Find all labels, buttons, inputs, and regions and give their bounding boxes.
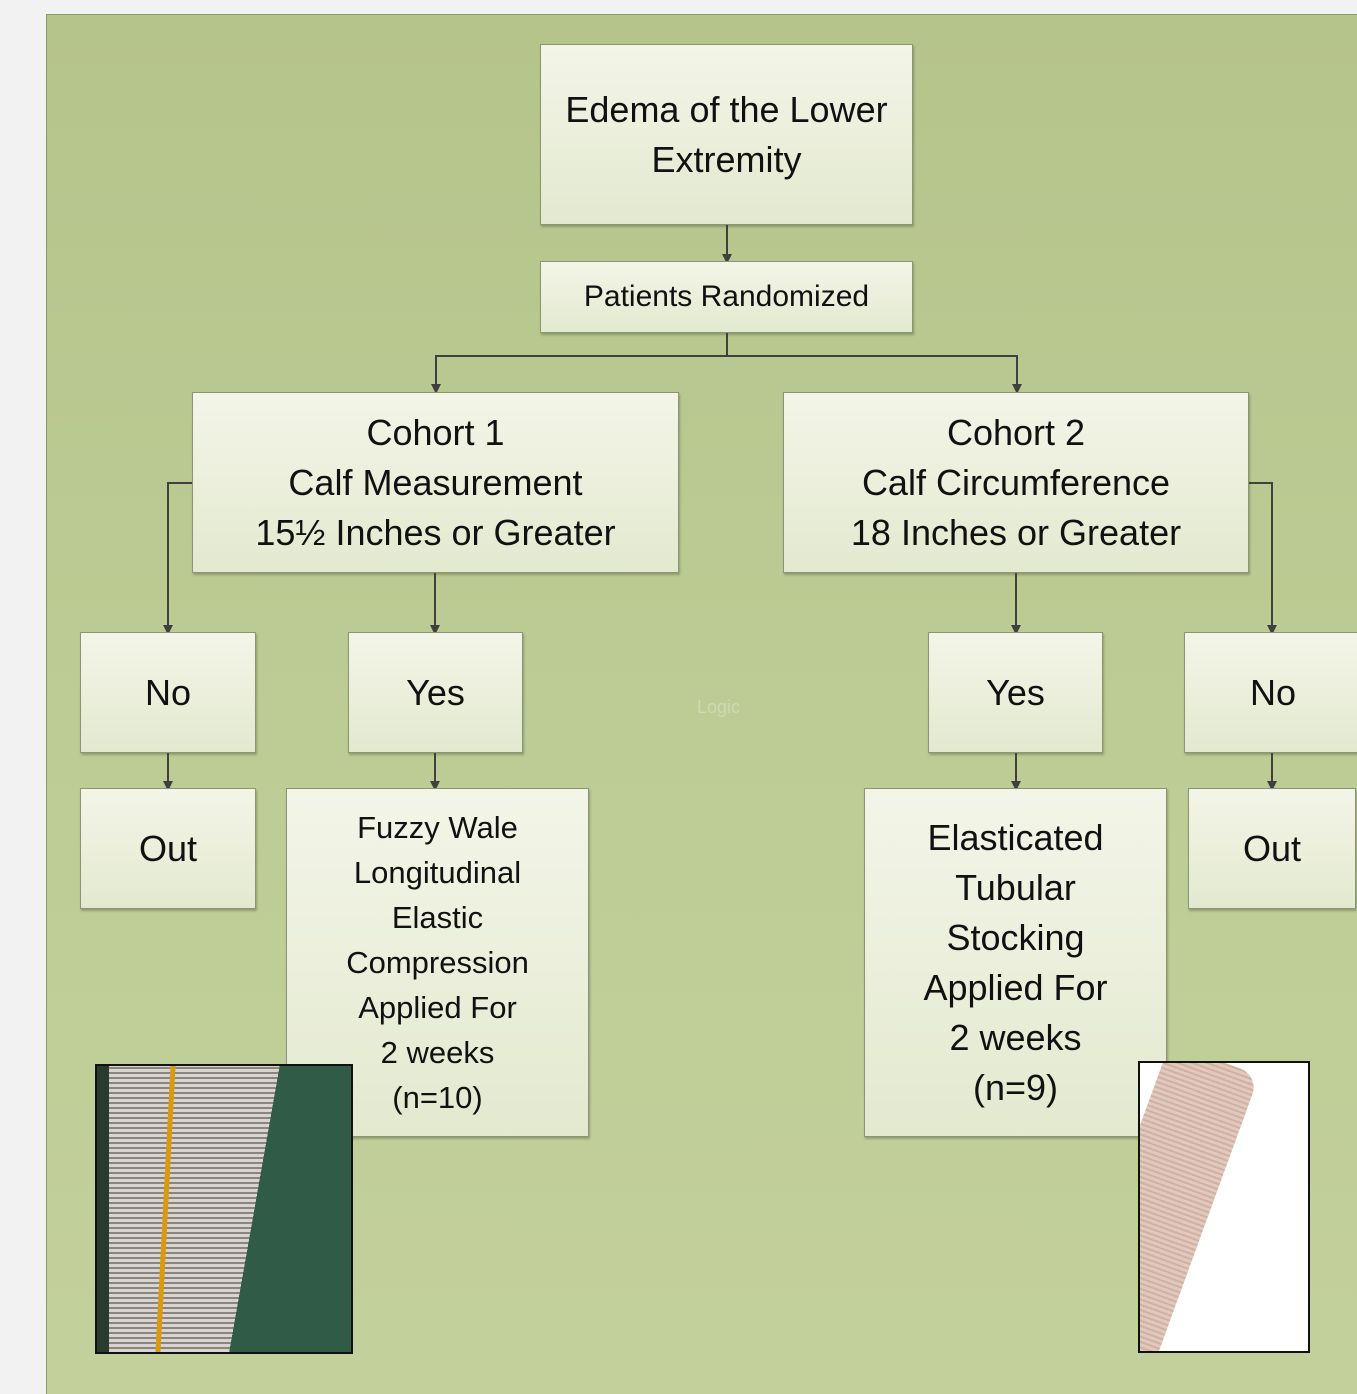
connector-arrows: [163, 225, 1277, 791]
box-cohort-1-label: Cohort 1 Calf Measurement 15½ Inches or …: [255, 411, 616, 553]
arrow-cohort2-to-no: [1249, 482, 1277, 635]
box-edema: Edema of the Lower Extremity: [540, 44, 913, 225]
box-cohort-2-label: Cohort 2 Calf Circumference 18 Inches or…: [850, 411, 1182, 553]
box-treatment-right: Elasticated Tubular Stocking Applied For…: [864, 788, 1167, 1137]
arrow-randomized-to-cohort2: [727, 355, 1022, 394]
box-no-left-label: No: [144, 671, 192, 713]
box-treatment-left-label: Fuzzy Wale Longitudinal Elastic Compress…: [346, 810, 529, 1115]
box-out-right: Out: [1188, 788, 1356, 909]
compression-bandage-photo: [95, 1064, 353, 1354]
box-randomized-label: Patients Randomized: [583, 280, 870, 313]
box-no-right: No: [1184, 632, 1357, 753]
box-yes-left-label: Yes: [406, 671, 465, 713]
box-yes-right-label: Yes: [986, 671, 1045, 713]
box-no-right-label: No: [1249, 671, 1297, 713]
box-yes-left: Yes: [348, 632, 523, 753]
box-treatment-right-label: Elasticated Tubular Stocking Applied For…: [923, 816, 1108, 1108]
arrow-randomized-to-cohort1: [431, 333, 728, 394]
box-no-left: No: [80, 632, 256, 753]
box-cohort-1: Cohort 1 Calf Measurement 15½ Inches or …: [192, 392, 679, 573]
box-edema-label: Edema of the Lower Extremity: [565, 88, 888, 180]
box-out-left-label: Out: [138, 827, 198, 869]
flowchart-canvas: Edema of the Lower Extremity Patients Ra…: [46, 14, 1357, 1394]
box-out-left: Out: [80, 788, 256, 909]
box-cohort-2: Cohort 2 Calf Circumference 18 Inches or…: [783, 392, 1249, 573]
watermark-text: Logic: [697, 697, 741, 717]
arrow-cohort1-to-no: [163, 482, 192, 635]
tubular-stocking-photo: [1138, 1061, 1310, 1353]
box-yes-right: Yes: [928, 632, 1103, 753]
box-out-right-label: Out: [1242, 827, 1302, 869]
box-patients-randomized: Patients Randomized: [540, 261, 913, 333]
